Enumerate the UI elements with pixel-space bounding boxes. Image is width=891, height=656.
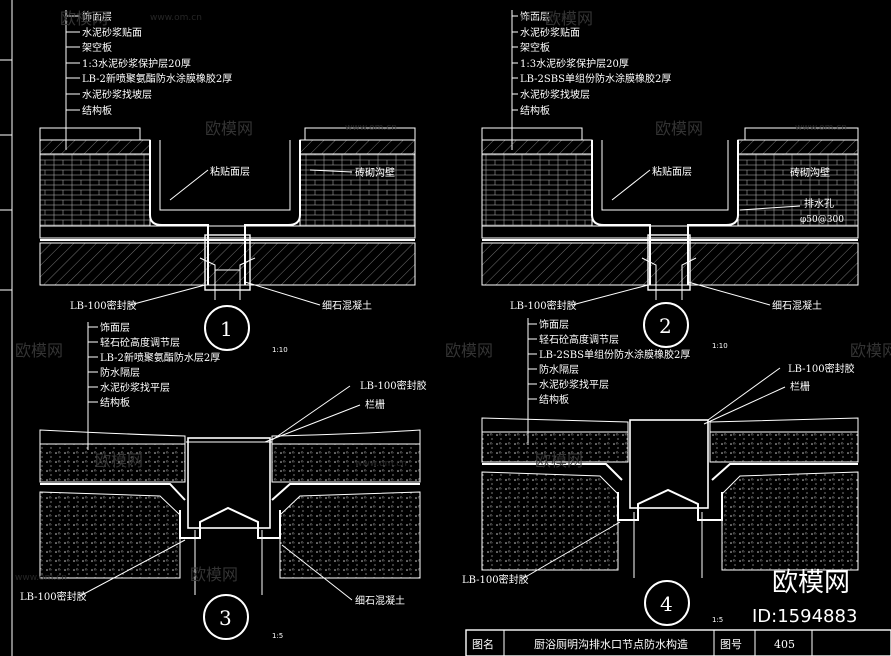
d2-drain-spec: φ50@300 [800, 215, 844, 225]
d2-scale: 1:10 [712, 342, 728, 350]
d4-sealant-label: LB-100密封胶 [462, 573, 529, 586]
detail-2-number-circle [643, 302, 689, 348]
d4-number: 4 [660, 592, 673, 616]
d1-concrete-label: 细石混凝土 [322, 299, 372, 312]
d4-layer-4: 水泥砂浆找平层 [539, 378, 609, 391]
detail-1: 饰面层 水泥砂浆贴面 架空板 1:3水泥砂浆保护层20厚 LB-2新喷聚氨酯防水… [39, 10, 416, 354]
d2-layer-3: 1:3水泥砂浆保护层20厚 [520, 57, 629, 70]
watermark-layer: 欧模网 www.om.cn 欧模网 www.om.cn 欧模网 欧模网 www.… [15, 9, 891, 584]
d3-concrete-label: 细石混凝土 [355, 594, 405, 607]
watermark-brand: 欧模网 [190, 565, 238, 584]
d3-grille-label: 栏栅 [365, 398, 385, 411]
d1-layer-2: 架空板 [82, 41, 112, 54]
watermark-site: www.om.cn [355, 459, 407, 469]
watermark-brand: 欧模网 [535, 451, 583, 470]
watermark-brand: 欧模网 [850, 341, 891, 360]
d2-layer-1: 水泥砂浆贴面 [520, 26, 580, 39]
detail-3-layer-callout: 饰面层 轻石砼高度调节层 LB-2新喷聚氨酯防水层2厚 防水隔层 水泥砂浆找平层… [87, 321, 220, 450]
d2-layer-4: LB-2SBS单组份防水涂膜橡胶2厚 [520, 72, 671, 85]
logo-brand-text: 欧模网 [772, 568, 850, 598]
detail-1-layer-callout: 饰面层 水泥砂浆贴面 架空板 1:3水泥砂浆保护层20厚 LB-2新喷聚氨酯防水… [65, 10, 232, 150]
d1-layer-6: 结构板 [82, 104, 112, 117]
title-no-label: 图号 [720, 638, 742, 651]
d3-scale: 1:5 [272, 632, 283, 640]
detail-2-section [481, 127, 859, 300]
d4-layer-5: 结构板 [539, 393, 569, 406]
d3-layer-3: 防水隔层 [100, 366, 140, 379]
d2-finish-label: 粘贴面层 [652, 165, 692, 178]
title-no-value: 405 [774, 638, 795, 651]
d3-layer-4: 水泥砂浆找平层 [100, 381, 170, 394]
detail-2: 饰面层 水泥砂浆贴面 架空板 1:3水泥砂浆保护层20厚 LB-2SBS单组份防… [481, 10, 859, 350]
d2-layer-5: 水泥砂浆找坡层 [520, 88, 590, 101]
watermark-brand: 欧模网 [205, 119, 253, 138]
watermark-site: www.om.cn [520, 13, 572, 23]
d2-drain-label: 排水孔 [804, 197, 834, 210]
watermark-brand: 欧模网 [95, 451, 143, 470]
title-block: 图名 厨浴厕明沟排水口节点防水构造 图号 405 [465, 629, 891, 656]
d2-concrete-label: 细石混凝土 [772, 299, 822, 312]
detail-3-section [39, 429, 421, 595]
d1-scale: 1:10 [272, 346, 288, 354]
d1-number: 1 [220, 317, 233, 341]
d3-layer-0: 饰面层 [100, 321, 130, 334]
d4-layer-2: LB-2SBS单组份防水涂膜橡胶2厚 [539, 348, 690, 361]
detail-1-number-circle [204, 305, 250, 351]
d2-sealant-label: LB-100密封胶 [510, 299, 577, 312]
d4-scale: 1:5 [712, 616, 723, 624]
watermark-brand: 欧模网 [15, 341, 63, 360]
d2-layer-2: 架空板 [520, 41, 550, 54]
watermark-site: www.om.cn [150, 13, 202, 23]
detail-3-number-circle [203, 594, 249, 640]
logo-id-text: ID:1594883 [752, 606, 857, 627]
d1-layer-1: 水泥砂浆贴面 [82, 26, 142, 39]
d1-layer-3: 1:3水泥砂浆保护层20厚 [82, 57, 191, 70]
d2-number: 2 [659, 314, 672, 338]
watermark-site: www.om.cn [795, 123, 847, 133]
d4-sealant-top-label: LB-100密封胶 [788, 362, 855, 375]
d1-sealant-label: LB-100密封胶 [70, 299, 137, 312]
d2-wall-label: 砖砌沟壁 [790, 166, 830, 179]
detail-4-layer-callout: 饰面层 轻石砼高度调节层 LB-2SBS单组份防水涂膜橡胶2厚 防水隔层 水泥砂… [527, 318, 690, 445]
watermark-brand: 欧模网 [655, 119, 703, 138]
watermark-brand: 欧模网 [545, 9, 593, 28]
d1-layer-0: 饰面层 [82, 10, 112, 23]
d3-sealant-label: LB-100密封胶 [20, 590, 87, 603]
d2-layer-0: 饰面层 [520, 10, 550, 23]
watermark-site: www.om.cn [345, 123, 397, 133]
left-margin-marks [0, 0, 13, 656]
d4-grille-label: 栏栅 [790, 380, 810, 393]
d1-wall-label: 砖砌沟壁 [355, 166, 395, 179]
d1-layer-5: 水泥砂浆找坡层 [82, 88, 152, 101]
d4-layer-1: 轻石砼高度调节层 [539, 333, 619, 346]
d2-layer-6: 结构板 [520, 104, 550, 117]
d1-finish-label: 粘贴面层 [210, 165, 250, 178]
detail-2-layer-callout: 饰面层 水泥砂浆贴面 架空板 1:3水泥砂浆保护层20厚 LB-2SBS单组份防… [511, 10, 671, 150]
title-name-value: 厨浴厕明沟排水口节点防水构造 [534, 637, 688, 651]
d4-layer-0: 饰面层 [539, 318, 569, 331]
d3-layer-2: LB-2新喷聚氨酯防水层2厚 [100, 351, 220, 364]
detail-4-number-circle [644, 580, 690, 626]
d3-layer-1: 轻石砼高度调节层 [100, 336, 180, 349]
detail-1-section [39, 127, 416, 300]
d1-layer-4: LB-2新喷聚氨酯防水涂膜橡胶2厚 [82, 72, 232, 85]
detail-4-section [481, 417, 859, 578]
d3-number: 3 [219, 606, 232, 630]
watermark-brand: 欧模网 [445, 341, 493, 360]
detail-3: 饰面层 轻石砼高度调节层 LB-2新喷聚氨酯防水层2厚 防水隔层 水泥砂浆找平层… [20, 321, 427, 640]
brand-logo-overlay: 欧模网 ID:1594883 [752, 568, 857, 627]
watermark-brand: 欧模网 [60, 9, 108, 28]
d3-layer-5: 结构板 [100, 396, 130, 409]
d4-layer-3: 防水隔层 [539, 363, 579, 376]
detail-4: 饰面层 轻石砼高度调节层 LB-2SBS单组份防水涂膜橡胶2厚 防水隔层 水泥砂… [462, 318, 859, 626]
d3-sealant-top-label: LB-100密封胶 [360, 379, 427, 392]
watermark-site: www.om.cn [15, 573, 67, 583]
title-name-label: 图名 [472, 637, 494, 651]
